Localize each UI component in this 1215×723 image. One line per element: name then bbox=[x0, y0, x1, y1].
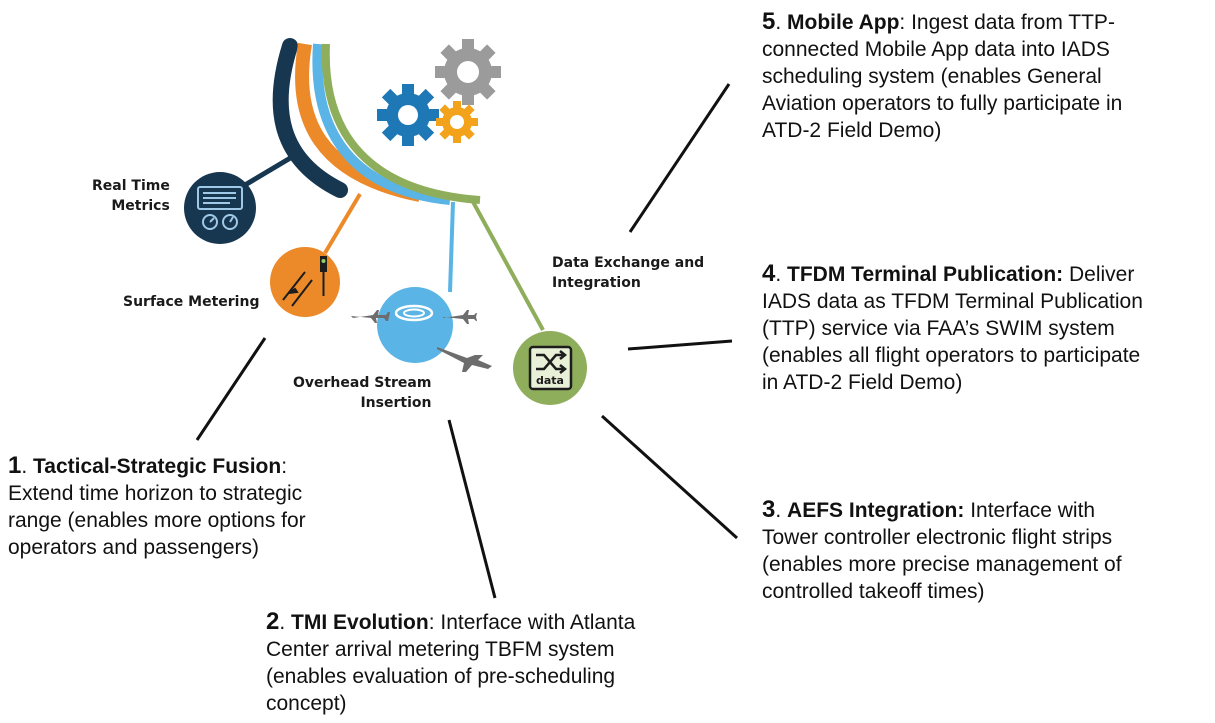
callout-2: 2. TMI Evolution: Interface with Atlanta… bbox=[266, 608, 726, 717]
callout-4-title: TFDM Terminal Publication: bbox=[787, 263, 1064, 286]
data-icon-label: data bbox=[536, 374, 564, 387]
callout-1-title: Tactical-Strategic Fusion bbox=[33, 455, 282, 478]
branch-surface-metering bbox=[323, 192, 362, 255]
connector-3 bbox=[600, 414, 739, 540]
branch-data-exchange bbox=[470, 199, 545, 331]
callout-3-body: Interface with Tower controller electron… bbox=[762, 499, 1122, 603]
real-time-metrics-node bbox=[184, 172, 256, 244]
real-time-metrics-label: Real Time Metrics bbox=[92, 178, 170, 214]
connector-2 bbox=[447, 419, 497, 599]
callout-3-number: 3 bbox=[762, 496, 776, 523]
callout-5-sep: . bbox=[775, 11, 788, 34]
traffic-light-icon bbox=[320, 256, 327, 296]
hub-arcs bbox=[272, 38, 481, 205]
connector-1 bbox=[195, 337, 267, 441]
surface-metering-node bbox=[270, 247, 340, 317]
connector-lines bbox=[195, 83, 739, 599]
overhead-stream-node bbox=[351, 287, 492, 372]
callout-2-sep: . bbox=[279, 611, 292, 634]
airplane-icon bbox=[282, 271, 313, 307]
green-arc bbox=[321, 43, 481, 204]
callout-5: 5. Mobile App: Ingest data from TTP- con… bbox=[762, 8, 1212, 144]
callout-2-title: TMI Evolution bbox=[291, 611, 429, 634]
callout-3-title: AEFS Integration: bbox=[787, 499, 965, 522]
callout-4: 4. TFDM Terminal Publication: Deliver IA… bbox=[762, 260, 1212, 396]
surface-metering-label: Surface Metering bbox=[123, 294, 260, 310]
callout-5-title: Mobile App bbox=[787, 11, 900, 34]
callout-3: 3. AEFS Integration: Interface with Towe… bbox=[762, 496, 1207, 605]
callout-4-body: Deliver IADS data as TFDM Terminal Publi… bbox=[762, 263, 1143, 394]
callout-3-sep: . bbox=[775, 499, 788, 522]
callout-2-body: : Interface with Atlanta Center arrival … bbox=[266, 611, 636, 715]
callout-4-number: 4 bbox=[762, 260, 776, 287]
data-exchange-label: Data Exchange and Integration bbox=[552, 255, 705, 291]
connector-4 bbox=[627, 339, 733, 351]
blue-arc bbox=[312, 43, 451, 205]
callout-4-sep: . bbox=[775, 263, 788, 286]
callout-1-sep: . bbox=[21, 455, 34, 478]
callout-5-number: 5 bbox=[762, 8, 776, 35]
gear-icon bbox=[377, 39, 501, 146]
connector-5 bbox=[628, 83, 731, 233]
overhead-stream-label: Overhead Stream Insertion bbox=[293, 375, 432, 411]
callout-1-number: 1 bbox=[8, 452, 22, 479]
navy-arc bbox=[272, 38, 348, 198]
data-exchange-node: data bbox=[513, 331, 587, 405]
dashboard-icon bbox=[197, 186, 243, 230]
callout-1: 1. Tactical-Strategic Fusion: Extend tim… bbox=[8, 452, 388, 561]
branch-overhead bbox=[448, 201, 455, 293]
airplane-icon bbox=[351, 310, 492, 372]
callout-5-body: : Ingest data from TTP- connected Mobile… bbox=[762, 11, 1123, 142]
branch-real-time-metrics bbox=[243, 154, 294, 188]
callout-1-body: : Extend time horizon to strategic range… bbox=[8, 455, 306, 559]
callout-2-number: 2 bbox=[266, 608, 280, 635]
shuffle-icon bbox=[536, 350, 568, 374]
